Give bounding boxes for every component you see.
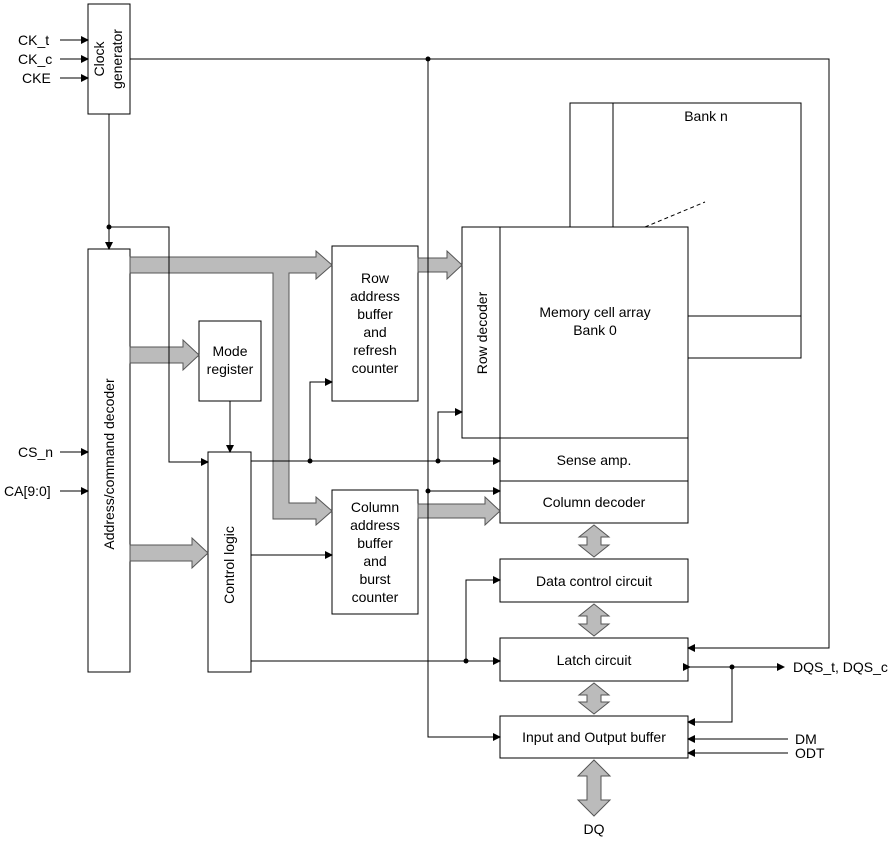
address-command-decoder-label: Address/command decoder [101,378,117,550]
bus-arrow-decoder-to-row-buffer [129,249,333,527]
control-to-row-buffer-line [309,378,333,461]
mode-register-label-2: register [207,361,254,377]
address-command-decoder-block: Address/command decoder [87,248,131,673]
ck-t-label: CK_t [18,32,49,48]
cs-n-label: CS_n [18,444,53,460]
row-decoder-label: Row decoder [474,291,490,374]
clock-generator-label-1: Clock [91,41,107,77]
latch-circuit-label: Latch circuit [557,652,632,668]
bus-arrow-dq [576,759,612,817]
mode-register-label-1: Mode [212,343,247,359]
col-buffer-line-5: burst [359,571,390,587]
dqs-to-iobuffer-line [687,667,733,726]
row-buffer-line-6: counter [352,360,399,376]
bus-arrow-col-buffer-to-col-decoder [417,495,501,527]
ca-label: CA[9:0] [4,483,51,499]
clock-distribution-line [130,58,830,652]
col-buffer-line-1: Column [351,499,399,515]
column-decoder-block: Column decoder [499,480,689,524]
sense-amp-label: Sense amp. [557,452,632,468]
dm-label: DM [795,731,817,747]
col-buffer-line-6: counter [352,589,399,605]
clock-generator-block: Clock generator [87,3,131,115]
dqs-label: DQS_t, DQS_c [793,659,888,675]
bus-arrow-datactrl-latch [577,603,611,637]
io-buffer-block: Input and Output buffer [499,715,689,759]
row-buffer-line-1: Row [361,270,390,286]
control-to-row-decoder-line [437,408,463,461]
dq-label: DQ [584,821,605,837]
col-buffer-line-2: address [350,517,400,533]
column-decoder-label: Column decoder [543,494,646,510]
bus-arrow-decoder-to-control-logic [129,536,209,570]
control-to-data-control-line [465,576,501,661]
row-buffer-line-2: address [350,288,400,304]
mode-register-block: Mode register [198,320,262,402]
cke-label: CKE [22,70,51,86]
row-buffer-line-5: refresh [353,342,397,358]
row-address-buffer-block: Row address buffer and refresh counter [331,245,419,402]
bus-arrow-latch-iobuffer [577,682,611,715]
latch-circuit-block: Latch circuit [499,637,689,682]
memory-array-label-1: Memory cell array [539,304,650,320]
ck-c-label: CK_c [18,51,52,67]
data-control-label: Data control circuit [536,573,652,589]
bus-arrow-coldec-datactrl [577,524,611,558]
clock-vertical-to-iobuffer [427,59,501,741]
clock-generator-label-2: generator [109,29,125,89]
sense-amp-block: Sense amp. [499,437,689,482]
col-buffer-line-3: buffer [357,535,393,551]
bus-arrow-decoder-to-mode-register [129,338,200,372]
io-buffer-label: Input and Output buffer [522,729,666,745]
odt-label: ODT [795,745,825,761]
bank-n-label: Bank n [684,108,728,124]
bus-arrow-row-buffer-to-row-decoder [417,249,463,281]
data-control-block: Data control circuit [499,558,689,603]
control-logic-label: Control logic [221,526,237,604]
row-buffer-line-4: and [363,324,386,340]
memory-array-block: Row decoder Memory cell array Bank 0 [461,226,689,439]
memory-array-label-2: Bank 0 [573,322,617,338]
control-logic-block: Control logic [207,451,252,673]
col-buffer-line-4: and [363,553,386,569]
column-address-buffer-block: Column address buffer and burst counter [331,489,419,615]
clk-to-control-logic-line [109,226,209,466]
row-buffer-line-3: buffer [357,306,393,322]
